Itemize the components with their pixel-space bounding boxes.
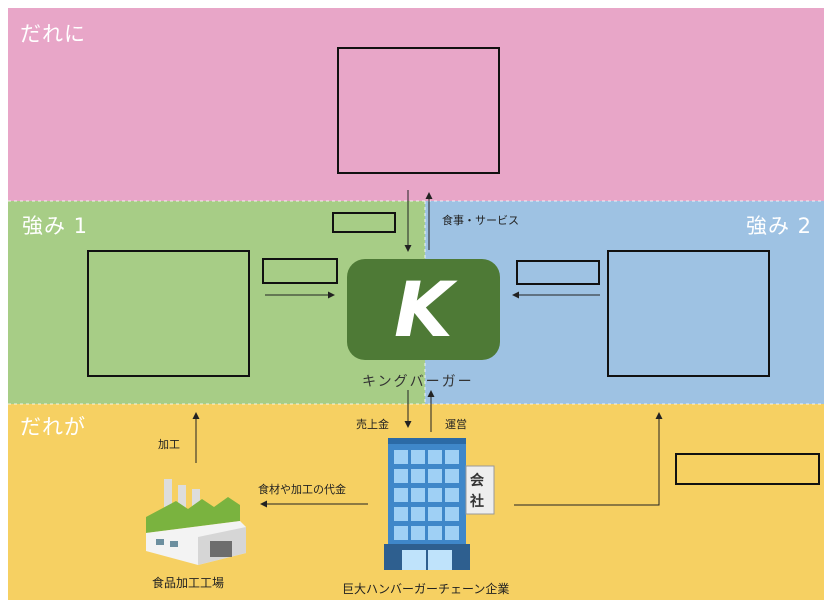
strength-2-box (607, 250, 770, 377)
target-box (337, 47, 500, 174)
company-sign-1: 会 (470, 473, 484, 489)
king-burger-logo: K (347, 259, 500, 360)
logo-letter: K (394, 265, 453, 354)
strength-1-box (87, 250, 250, 377)
factory-name: 食品加工工場 (152, 576, 225, 590)
arrow-company-to-strength-2 (514, 412, 663, 506)
label-ingredients-payment: 食材や加工の代金 (258, 483, 346, 496)
actor-zone-label: だれが (20, 415, 86, 439)
label-sales: 売上金 (356, 418, 389, 431)
actor-label-box (675, 453, 820, 485)
factory-icon (146, 479, 246, 565)
company-sign-2: 社 (470, 494, 484, 510)
company-building-icon (384, 438, 495, 570)
strength-2-label: 強み 2 (746, 214, 813, 238)
strength-1-label-box (262, 258, 338, 284)
label-operation: 運営 (445, 418, 467, 431)
label-processing: 加工 (158, 438, 180, 451)
company-name: 巨大ハンバーガーチェーン企業 (342, 582, 510, 596)
strength-1-label: 強み 1 (22, 214, 89, 238)
target-zone (8, 8, 824, 201)
service-label-box (332, 212, 396, 233)
target-zone-label: だれに (20, 22, 86, 46)
strength-2-label-box (516, 260, 600, 285)
brand-name: キングバーガー (362, 374, 474, 390)
label-food-service: 食事・サービス (442, 214, 519, 227)
